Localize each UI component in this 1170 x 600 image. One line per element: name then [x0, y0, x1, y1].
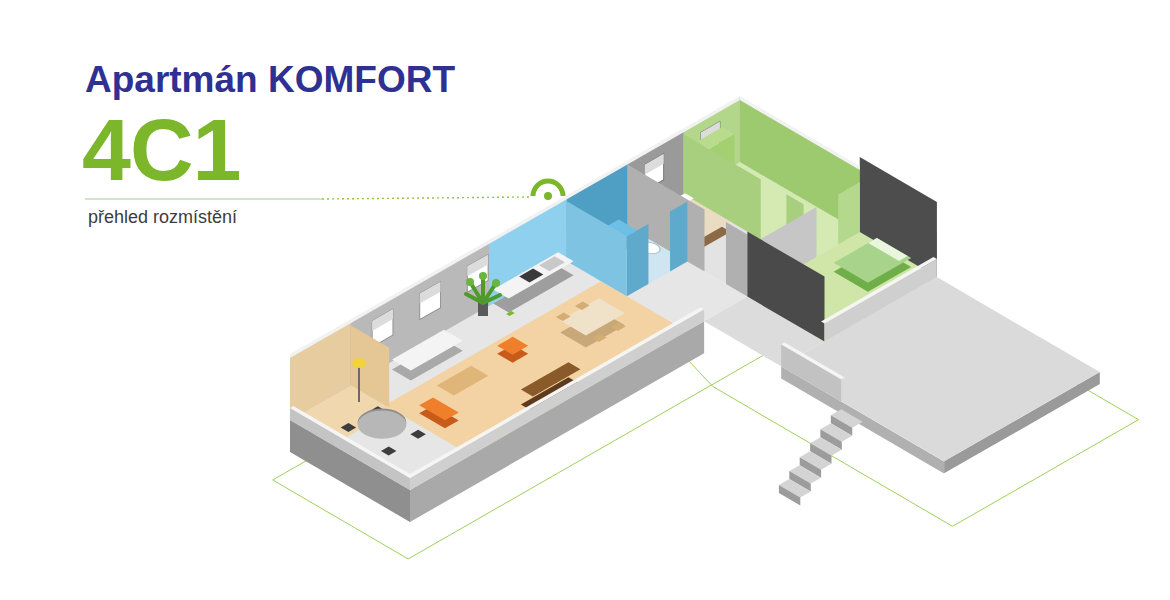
front-wall: [290, 257, 937, 522]
front-wall: [821, 257, 937, 323]
bathroom-wall: [567, 201, 627, 296]
bathroom-wall: [670, 202, 687, 272]
round-table: [348, 405, 417, 445]
back-wall: [420, 282, 441, 304]
living-room: [437, 366, 489, 396]
apartment-code: 4C1: [82, 106, 240, 194]
living-room: [419, 397, 459, 420]
stairs: [779, 409, 863, 505]
living-room: [392, 330, 463, 371]
partition-wall: [726, 222, 747, 297]
back-wall: [420, 282, 441, 320]
round-table: [341, 358, 426, 456]
plant: [466, 272, 500, 316]
front-wall: [407, 307, 705, 478]
header-rule: [85, 198, 322, 199]
title: Apartmán KOMFORT: [85, 60, 455, 101]
kitchen: [493, 252, 573, 316]
back-wall: [372, 309, 393, 331]
living-room: [497, 337, 528, 355]
kitchen: [539, 256, 565, 271]
single-bed: [868, 238, 908, 261]
round-table: [352, 358, 366, 368]
right-wall: [740, 96, 860, 170]
partition-wall: [351, 325, 390, 408]
back-wall: [290, 320, 351, 420]
partition-wall: [838, 182, 860, 244]
partition-wall: [351, 325, 390, 408]
header-rule: [544, 192, 552, 200]
bathroom-wall: [567, 201, 688, 296]
front-wall: [781, 342, 844, 379]
subtitle: přehled rozmístění: [88, 207, 237, 229]
kitchen: [493, 252, 573, 298]
dining-table: [556, 313, 571, 321]
partition-wall: [627, 162, 824, 342]
round-table: [381, 447, 396, 456]
plant: [466, 276, 500, 303]
round-table: [410, 430, 425, 439]
dining-table: [611, 323, 626, 331]
dining-table: [592, 334, 607, 342]
back-wall: [645, 154, 664, 175]
header-rule: [322, 197, 530, 199]
front-wall: [410, 321, 704, 522]
kitchen: [519, 269, 543, 283]
dining-table: [556, 298, 626, 347]
dining-table: [575, 302, 590, 310]
round-table: [358, 366, 360, 402]
plant: [492, 279, 500, 287]
round-table: [341, 423, 356, 432]
single-bed: [834, 238, 912, 283]
plant: [479, 272, 487, 280]
plant: [466, 278, 474, 286]
stairs: [779, 485, 800, 506]
front-wall: [290, 406, 413, 478]
kitchen: [506, 311, 515, 316]
front-wall: [290, 408, 410, 490]
back-wall: [290, 96, 740, 358]
front-wall: [824, 259, 936, 341]
partition-wall: [747, 232, 824, 342]
floors: [290, 162, 937, 535]
bathroom-wall: [627, 224, 649, 296]
front-wall: [410, 309, 704, 490]
